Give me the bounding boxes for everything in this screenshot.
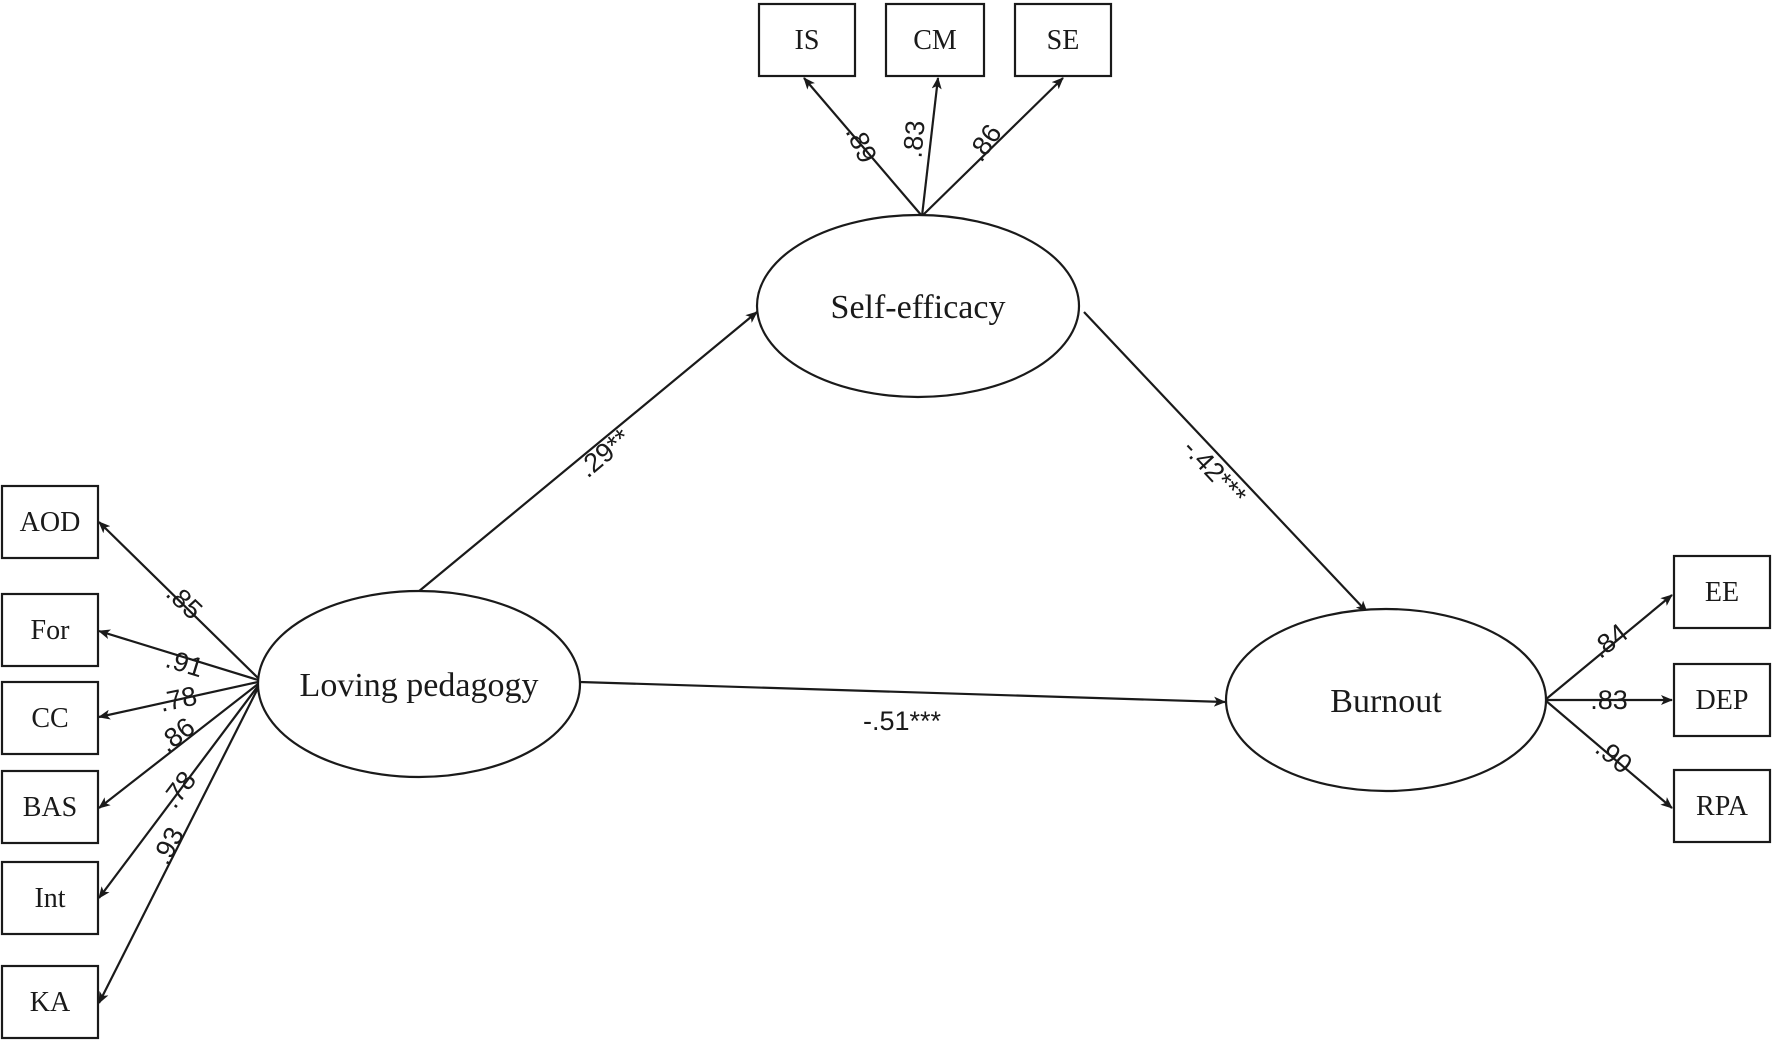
indicator-box-ee [1672,554,1772,630]
loading-int: .78 [156,766,203,814]
loading-line-se [921,77,1064,217]
loading-line-aod [98,521,259,679]
indicator-box-cc [0,680,100,756]
loading-line-bas [98,683,259,809]
indicator-label-is: IS [795,25,820,56]
latent-loving-pedagogy [256,589,582,779]
loading-ee: .84 [1585,618,1633,665]
path-se-to-burnout [1083,311,1368,613]
indicator-box-for [0,592,100,668]
latent-burnout [1224,607,1548,793]
loading-line-cm [920,77,942,217]
indicator-label-bas: BAS [23,792,77,823]
path-lp-to-se [417,311,758,593]
indicator-box-se [1013,2,1113,78]
latent-self-efficacy [755,213,1081,399]
indicator-label-int: Int [34,883,65,914]
indicator-box-int [0,860,100,936]
loading-dep: .83 [1590,685,1628,715]
loading-ka: .93 [146,822,190,869]
indicator-box-cm [884,2,986,78]
indicator-box-ka [0,964,100,1040]
coef-se-to-burnout: -.42*** [1177,433,1253,511]
indicator-label-for: For [31,615,71,646]
latent-label-self-efficacy: Self-efficacy [831,289,1006,326]
indicator-box-rpa [1672,768,1772,844]
indicator-box-bas [0,769,100,845]
loading-line-ka [98,687,259,1004]
indicator-box-is [757,2,857,78]
loading-line-is [803,77,923,217]
latent-label-loving-pedagogy: Loving pedagogy [300,667,539,704]
coef-lp-to-se: .29** [572,422,637,483]
loading-cm: .83 [897,119,930,159]
indicator-label-rpa: RPA [1696,791,1749,822]
indicator-label-se: SE [1047,25,1080,56]
indicator-label-ka: KA [30,987,71,1018]
loading-cc: .78 [157,681,200,718]
indicator-box-dep [1672,662,1772,738]
indicator-box-aod [0,484,100,560]
indicator-label-cm: CM [913,25,957,56]
loading-bas: .86 [152,712,200,759]
loading-line-rpa [1544,699,1673,809]
loading-aod: .85 [160,578,208,626]
loading-line-int [98,685,259,899]
indicator-label-dep: DEP [1696,685,1749,716]
loading-line-cc [98,680,259,720]
indicator-label-ee: EE [1705,577,1739,608]
loading-line-for [98,629,259,682]
indicator-label-aod: AOD [20,507,81,538]
indicator-label-cc: CC [31,703,68,734]
path-lp-to-burnout [579,680,1226,707]
latent-label-burnout: Burnout [1330,683,1442,720]
loading-line-ee [1544,594,1673,701]
loading-for: .91 [162,644,207,684]
loading-se: .86 [962,119,1008,167]
coef-lp-to-burnout: -.51*** [863,706,942,736]
